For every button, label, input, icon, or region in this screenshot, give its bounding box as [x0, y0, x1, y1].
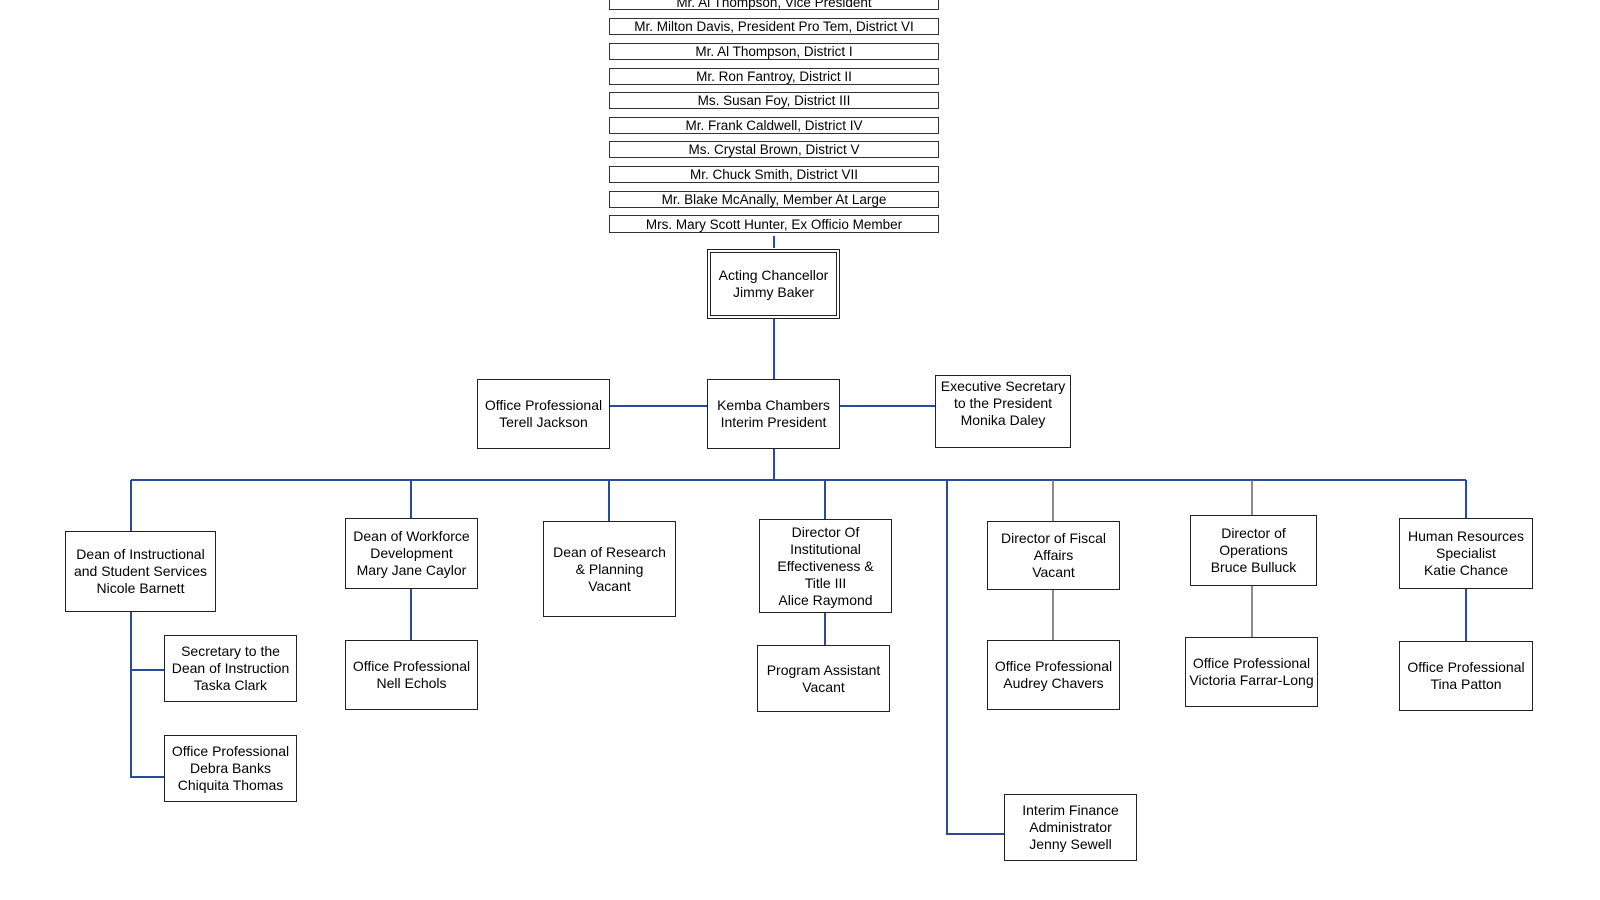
office-professional-banks-box: Office Professional Debra Banks Chiquita… [164, 735, 297, 802]
box-title: Executive Secretary [940, 378, 1066, 394]
box-person: Katie Chance [1423, 562, 1509, 578]
box-title: Office Professional [1407, 659, 1525, 675]
box-title: Office Professional [1192, 655, 1311, 671]
box-person: Vacant [1032, 564, 1075, 580]
box-title: Operations [1219, 542, 1288, 558]
director-institutional-effectiveness-box: Director Of Institutional Effectiveness … [759, 519, 892, 613]
dean-research-box: Dean of Research & Planning Vacant [543, 521, 676, 617]
interim-finance-administrator-box: Interim Finance Administrator Jenny Sewe… [1004, 794, 1137, 861]
box-title: to the President [953, 395, 1053, 411]
box-title: Interim Finance [1022, 802, 1119, 818]
box-title: Office Professional [994, 658, 1113, 674]
board-member-box: Mr. Al Thompson, District I [609, 43, 939, 60]
box-title: Institutional [790, 540, 861, 557]
office-professional-echols-box: Office Professional Nell Echols [345, 640, 478, 710]
board-member-name: Mr. Chuck Smith, District VII [689, 167, 859, 182]
board-member-name: Mr. Al Thompson, Vice President [676, 0, 872, 10]
box-title: Dean of Workforce [353, 528, 470, 544]
board-member-name: Ms. Susan Foy, District III [697, 93, 851, 108]
box-person: Nicole Barnett [96, 580, 185, 596]
interim-president-box: Kemba Chambers Interim President [707, 379, 840, 449]
acting-chancellor-box: Acting Chancellor Jimmy Baker [707, 249, 840, 319]
box-title: Dean of Instruction [171, 660, 290, 676]
box-title: Development [370, 545, 453, 561]
box-title: Director of Fiscal [1000, 530, 1107, 546]
box-title: Specialist [1436, 545, 1496, 561]
box-title: Program Assistant [766, 661, 881, 678]
box-title: Office Professional [171, 743, 290, 759]
board-member-box: Mr. Al Thompson, Vice President [609, 0, 939, 10]
box-title: Director of [1221, 525, 1286, 541]
board-member-box: Mr. Ron Fantroy, District II [609, 68, 939, 85]
dean-workforce-box: Dean of Workforce Development Mary Jane … [345, 518, 478, 589]
board-member-name: Mr. Al Thompson, District I [695, 44, 853, 59]
program-assistant-box: Program Assistant Vacant [757, 645, 890, 712]
board-member-box: Mrs. Mary Scott Hunter, Ex Officio Membe… [609, 215, 939, 233]
box-person: Bruce Bulluck [1210, 559, 1297, 575]
board-member-box: Mr. Frank Caldwell, District IV [609, 117, 939, 134]
box-title: Administrator [1029, 819, 1112, 835]
board-member-name: Mr. Frank Caldwell, District IV [685, 118, 863, 133]
board-member-box: Ms. Crystal Brown, District V [609, 141, 939, 158]
box-title: Effectiveness & [777, 557, 874, 574]
box-person: Audrey Chavers [1003, 675, 1104, 691]
board-member-box: Mr. Blake McAnally, Member At Large [609, 191, 939, 208]
box-title: Secretary to the [181, 643, 280, 659]
box-person: Tina Patton [1430, 676, 1502, 692]
board-member-box: Mr. Chuck Smith, District VII [609, 166, 939, 183]
box-title: Human Resources [1408, 528, 1524, 544]
president-name: Kemba Chambers [717, 397, 830, 413]
executive-secretary-box: Executive Secretary to the President Mon… [935, 375, 1071, 448]
box-person: Vacant [588, 577, 631, 594]
box-person: Alice Raymond [778, 591, 873, 608]
box-title: Dean of Research [553, 543, 666, 560]
box-title: Affairs [1033, 547, 1074, 563]
box-person: Chiquita Thomas [177, 777, 284, 793]
box-person: Mary Jane Caylor [356, 562, 467, 578]
box-person: Debra Banks [190, 760, 271, 776]
box-title: Office Professional [484, 397, 603, 413]
board-member-name: Mr. Ron Fantroy, District II [696, 69, 852, 84]
box-title: Title III [804, 574, 847, 591]
box-person: Terell Jackson [499, 414, 588, 430]
box-person: Jenny Sewell [1029, 836, 1112, 852]
chancellor-title: Acting Chancellor [718, 267, 829, 283]
office-professional-jackson-box: Office Professional Terell Jackson [477, 379, 610, 449]
box-person: Nell Echols [376, 675, 447, 691]
box-person: Victoria Farrar-Long [1189, 672, 1314, 688]
box-person: Monika Daley [960, 412, 1046, 428]
director-operations-box: Director of Operations Bruce Bulluck [1190, 515, 1317, 586]
box-title: Director Of [791, 523, 860, 540]
box-person: Vacant [802, 678, 845, 695]
box-title: Office Professional [352, 658, 471, 674]
board-member-name: Mr. Milton Davis, President Pro Tem, Dis… [634, 19, 914, 34]
chancellor-name: Jimmy Baker [733, 284, 814, 300]
board-member-name: Ms. Crystal Brown, District V [688, 142, 860, 157]
board-member-box: Ms. Susan Foy, District III [609, 92, 939, 109]
box-person: Taska Clark [193, 677, 268, 693]
human-resources-specialist-box: Human Resources Specialist Katie Chance [1399, 518, 1533, 589]
box-title: & Planning [575, 560, 644, 577]
office-professional-patton-box: Office Professional Tina Patton [1399, 641, 1533, 711]
office-professional-farrar-long-box: Office Professional Victoria Farrar-Long [1185, 637, 1318, 707]
secretary-dean-box: Secretary to the Dean of Instruction Tas… [164, 635, 297, 702]
board-member-box: Mr. Milton Davis, President Pro Tem, Dis… [609, 18, 939, 35]
box-title: and Student Services [73, 563, 208, 579]
board-member-name: Mrs. Mary Scott Hunter, Ex Officio Membe… [645, 216, 903, 232]
director-fiscal-affairs-box: Director of Fiscal Affairs Vacant [987, 521, 1120, 590]
box-title: Dean of Instructional [76, 546, 205, 562]
board-member-name: Mr. Blake McAnally, Member At Large [661, 192, 887, 207]
dean-instructional-box: Dean of Instructional and Student Servic… [65, 531, 216, 612]
office-professional-chavers-box: Office Professional Audrey Chavers [987, 640, 1120, 710]
president-title: Interim President [720, 414, 827, 430]
